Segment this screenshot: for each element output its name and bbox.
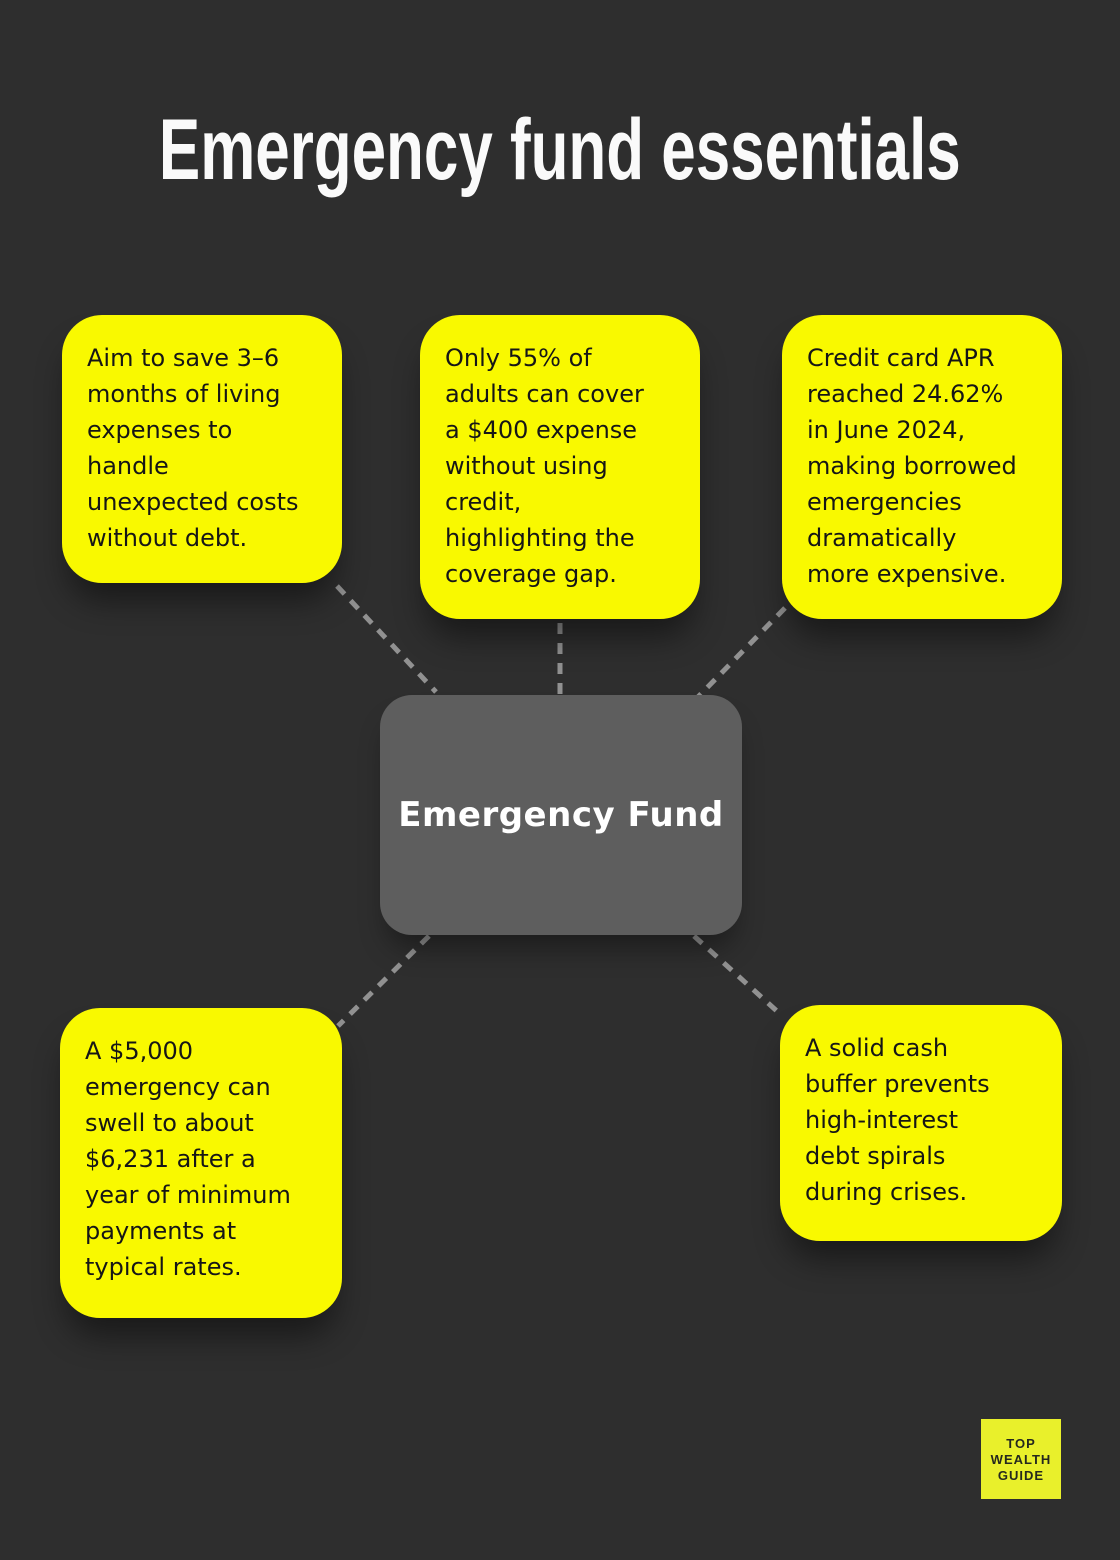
center-node-emergency-fund: Emergency Fund bbox=[380, 695, 742, 935]
page-title-wrap: Emergency fund essentials bbox=[0, 94, 1120, 206]
connector-bottom-left bbox=[336, 934, 431, 1028]
info-card-credit-card-apr: Credit card APR reached 24.62% in June 2… bbox=[782, 315, 1062, 619]
connector-top-right bbox=[695, 606, 787, 700]
logo-line-guide: GUIDE bbox=[997, 1467, 1045, 1483]
logo-line-top: TOP bbox=[1006, 1435, 1036, 1451]
info-card-savings-target: Aim to save 3–6 months of living expense… bbox=[62, 315, 342, 583]
center-node-label: Emergency Fund bbox=[398, 795, 724, 835]
connector-top-left bbox=[335, 584, 438, 694]
brand-logo-top-wealth-guide: TOP WEALTH GUIDE bbox=[981, 1419, 1061, 1499]
info-card-coverage-gap: Only 55% of adults can cover a $400 expe… bbox=[420, 315, 700, 619]
logo-line-wealth: WEALTH bbox=[990, 1451, 1052, 1467]
connector-bottom-right bbox=[692, 934, 781, 1015]
info-card-cash-buffer-benefit: A solid cash buffer prevents high-intere… bbox=[780, 1005, 1062, 1241]
info-card-debt-swell-example: A $5,000 emergency can swell to about $6… bbox=[60, 1008, 342, 1318]
page-title: Emergency fund essentials bbox=[159, 101, 961, 198]
